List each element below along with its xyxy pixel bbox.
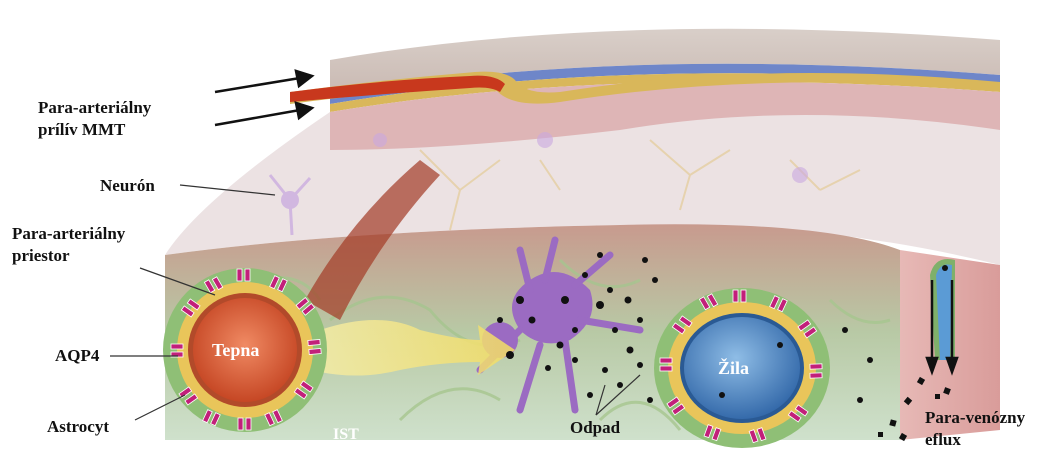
influx-label-line2: prílív MMT xyxy=(38,120,125,140)
efflux-label-line2: eflux xyxy=(925,430,961,450)
space-label-line2: priestor xyxy=(12,246,70,266)
space-label-line1: Para-arteriálny xyxy=(12,224,125,244)
vein-label: Žila xyxy=(718,358,749,379)
efflux-label-line1: Para-venózny xyxy=(925,408,1025,428)
neuron-label: Neurón xyxy=(100,176,155,196)
waste-label: Odpad xyxy=(570,418,620,438)
aqp4-label: AQP4 xyxy=(55,346,99,366)
artery-label: Tepna xyxy=(212,340,259,361)
influx-label-line1: Para-arteriálny xyxy=(38,98,151,118)
astrocyte-label: Astrocyt xyxy=(47,417,109,437)
ist-label: IST xyxy=(333,426,359,444)
